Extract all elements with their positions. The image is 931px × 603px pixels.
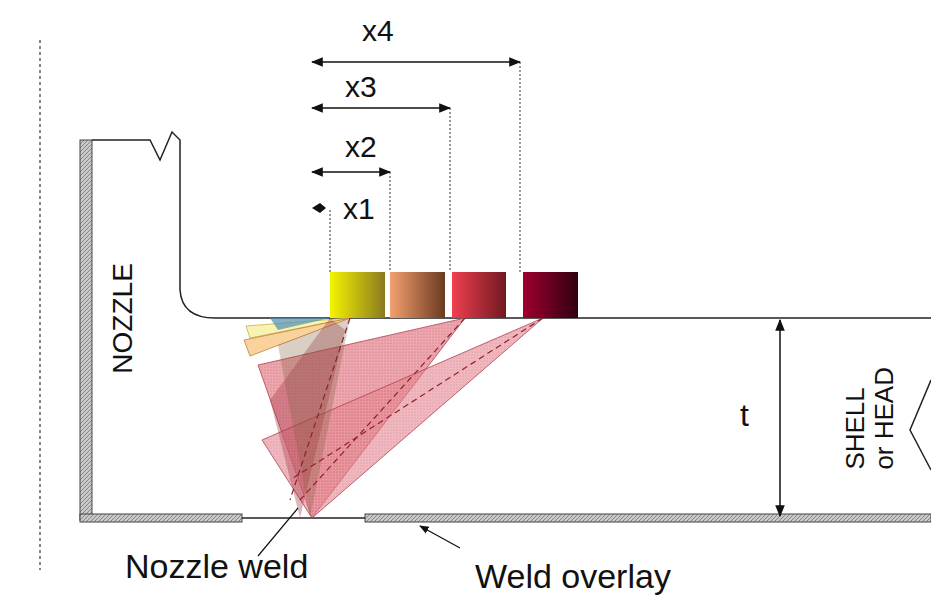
dimension-label: x1 bbox=[343, 192, 375, 225]
callout-label: Weld overlay bbox=[475, 558, 671, 595]
part-name: NOZZLE bbox=[108, 263, 139, 373]
dimension-label: x4 bbox=[362, 14, 394, 47]
dimension-label: t bbox=[740, 398, 749, 433]
dimension-label: x2 bbox=[345, 130, 377, 163]
callout-label: Nozzle weld bbox=[125, 548, 308, 585]
part-name: SHELL or HEAD bbox=[841, 366, 898, 470]
dimension-label: x3 bbox=[345, 70, 377, 103]
